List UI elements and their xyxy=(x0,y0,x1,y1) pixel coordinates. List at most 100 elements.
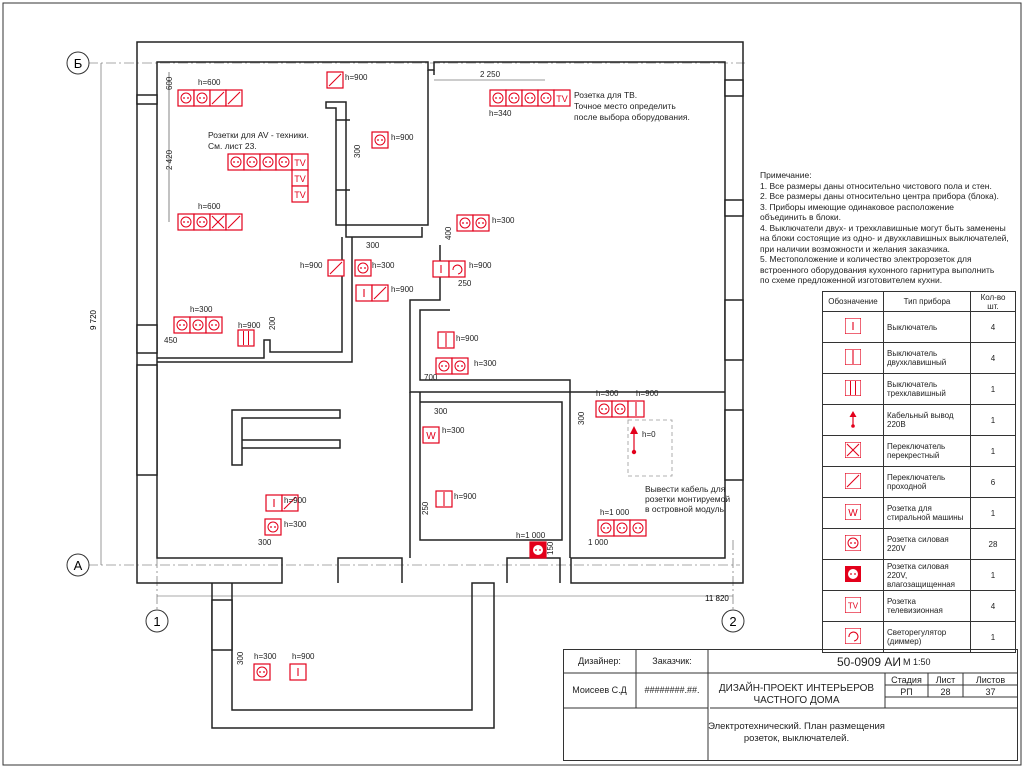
svg-text:TV: TV xyxy=(294,190,306,200)
project-title-1: ДИЗАЙН-ПРОЕКТ ИНТЕРЬЕРОВ xyxy=(718,683,875,694)
title-block: Дизайнер: Заказчик: Моисеев С.Д ########… xyxy=(563,649,1018,761)
legend-count: 1 xyxy=(970,559,1016,591)
sheet-label: Лист xyxy=(935,675,956,685)
legend-count: 1 xyxy=(970,621,1016,653)
svg-text:h=300: h=300 xyxy=(372,261,395,270)
svg-text:h=900: h=900 xyxy=(454,492,477,501)
legend-row: Переключатель проходной 6 xyxy=(822,466,1016,498)
sheet-value: 28 xyxy=(940,687,951,697)
legend-type: Кабельный вывод 220В xyxy=(883,404,971,436)
drawing-scale: М 1:50 xyxy=(903,657,931,667)
legend-count: 4 xyxy=(970,590,1016,622)
svg-text:h=900: h=900 xyxy=(238,321,261,330)
svg-text:h=900: h=900 xyxy=(284,496,307,505)
legend-type: Переключатель перекрестный xyxy=(883,435,971,467)
pass-switch-icon xyxy=(844,472,862,490)
svg-text:после выбора оборудования.: после выбора оборудования. xyxy=(574,112,690,122)
legend-row: W Розетка для стиральной машины 1 xyxy=(822,497,1016,529)
svg-text:1: 1 xyxy=(153,614,160,629)
note-3a: 3. Приборы имеющие одинаковое расположен… xyxy=(760,201,954,212)
note-4c: при наличии возможности и желания заказч… xyxy=(760,243,950,254)
notes-title: Примечание: xyxy=(760,170,812,180)
note-5b: встроенного оборудования кухонного гарни… xyxy=(760,264,995,275)
svg-text:h=900: h=900 xyxy=(391,133,414,142)
svg-text:250: 250 xyxy=(421,501,430,515)
note-5c: по схеме предложенной изготовителем кухн… xyxy=(760,275,943,285)
svg-text:600: 600 xyxy=(165,76,174,90)
drawing-code: 50-0909 АИ xyxy=(836,655,901,669)
legend-row: Выключатель трехклавишный 1 xyxy=(822,373,1016,405)
legend-count: 1 xyxy=(970,373,1016,405)
svg-text:300: 300 xyxy=(434,407,448,416)
legend-header-symbol: Обозначение xyxy=(822,291,884,312)
svg-text:h=900: h=900 xyxy=(292,652,315,661)
svg-text:h=300: h=300 xyxy=(190,305,213,314)
symbols xyxy=(173,71,673,681)
dim-total-height: 9 720 xyxy=(89,309,98,330)
legend-header-count: Кол-во шт. xyxy=(970,291,1016,312)
legend-count: 1 xyxy=(970,404,1016,436)
svg-text:Вывести кабель для: Вывести кабель для xyxy=(645,484,726,494)
svg-text:h=600: h=600 xyxy=(198,202,221,211)
note-4a: 4. Выключатели двух- и трехклавишные мог… xyxy=(760,222,1006,233)
legend-header-type: Тип прибора xyxy=(883,291,971,312)
svg-text:h=300: h=300 xyxy=(442,426,465,435)
sheets-label: Листов xyxy=(975,675,1006,685)
stage-label: Стадия xyxy=(891,675,922,685)
svg-text:в островной модуль: в островной модуль xyxy=(645,504,725,514)
client-name: ########.##. xyxy=(644,685,700,695)
note-1: 1. Все размеры даны относительно чистово… xyxy=(760,180,992,191)
svg-text:Розетки для AV - техники.: Розетки для AV - техники. xyxy=(208,130,309,140)
svg-text:h=900: h=900 xyxy=(636,389,659,398)
legend-type: Выключатель xyxy=(883,311,971,343)
svg-text:2 420: 2 420 xyxy=(165,149,174,170)
svg-text:TV: TV xyxy=(294,158,306,168)
legend-type: Выключатель трехклавишный xyxy=(883,373,971,405)
dimension-labels: 600 2 420 2 250 300 300 400 250 200 450 … xyxy=(164,70,609,665)
legend-count: 1 xyxy=(970,497,1016,529)
title-block-grid xyxy=(563,649,1018,761)
cross-switch-icon xyxy=(844,441,862,459)
axis-bubble-1: 1 xyxy=(145,609,169,633)
svg-text:h=300: h=300 xyxy=(596,389,619,398)
svg-text:TV: TV xyxy=(556,94,568,104)
height-labels: h=600 h=900 h=900 h=340 h=600 h=300 h=90… xyxy=(190,73,659,661)
svg-text:См. лист 23.: См. лист 23. xyxy=(208,141,257,151)
sheet-title-1: Электротехнический. План размещения xyxy=(708,721,885,732)
svg-text:h=1 000: h=1 000 xyxy=(516,531,546,540)
dimmer-icon xyxy=(844,627,862,645)
svg-text:Точное место определить: Точное место определить xyxy=(574,101,676,111)
svg-text:400: 400 xyxy=(444,226,453,240)
note-5a: 5. Местоположение и количество электроро… xyxy=(760,254,972,264)
tv-socket-icon: TV xyxy=(844,596,862,614)
cable-outlet-icon xyxy=(849,411,857,428)
cable-outlet-icon xyxy=(627,419,673,477)
legend-type: Выключатель двухклавишный xyxy=(883,342,971,374)
dim-total-width: 11 820 xyxy=(705,594,729,603)
svg-text:h=900: h=900 xyxy=(300,261,323,270)
svg-text:300: 300 xyxy=(258,538,272,547)
svg-text:h=1 000: h=1 000 xyxy=(600,508,630,517)
svg-text:200: 200 xyxy=(268,316,277,330)
washer-socket-icon: W xyxy=(844,503,862,521)
svg-text:150: 150 xyxy=(546,541,555,555)
axis-bubble-b: Б xyxy=(66,51,90,75)
socket-icon xyxy=(844,534,862,552)
svg-text:h=300: h=300 xyxy=(254,652,277,661)
legend-type: Розетка силовая 220V xyxy=(883,528,971,560)
note-4b: на блоки состоящие из одно- и двухклавиш… xyxy=(760,233,1009,243)
project-title-2: ЧАСТНОГО ДОМА xyxy=(753,695,840,706)
symbol-glyphs: TV TV TV TV W xyxy=(294,94,568,442)
client-label: Заказчик: xyxy=(652,656,692,666)
legend-count: 4 xyxy=(970,311,1016,343)
svg-text:300: 300 xyxy=(577,411,586,425)
legend-row: Выключатель 4 xyxy=(822,311,1016,343)
sheets-value: 37 xyxy=(985,687,996,697)
svg-text:2: 2 xyxy=(729,614,736,629)
svg-text:h=900: h=900 xyxy=(391,285,414,294)
svg-text:300: 300 xyxy=(366,241,380,250)
svg-text:h=600: h=600 xyxy=(198,78,221,87)
